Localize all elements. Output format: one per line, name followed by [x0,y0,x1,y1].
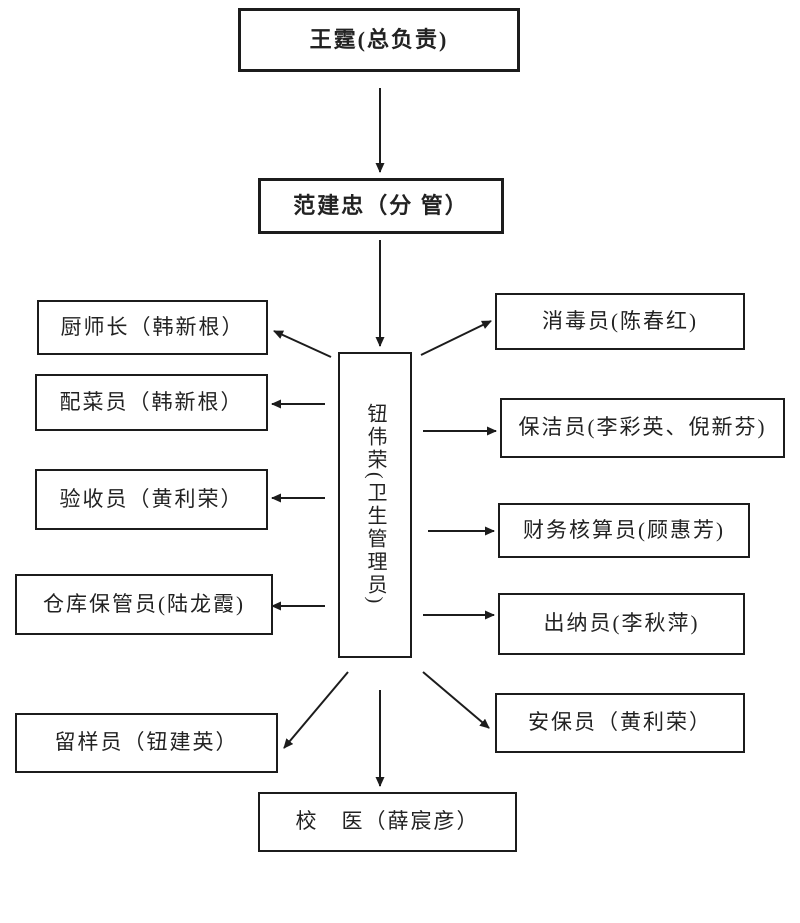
node-finance-accountant: 财务核算员(顾惠芳) [498,503,750,558]
arrow-hygiene-to-disinfector [420,320,492,356]
node-disinfector: 消毒员(陈春红) [495,293,745,350]
node-school-doctor: 校 医（薛宸彦） [258,792,517,852]
arrow-hygiene-to-security-guard [422,671,490,729]
node-side-dish-cook: 配菜员（韩新根） [35,374,268,431]
node-hygiene-manager: 钮伟荣(卫生管理员) [338,352,412,658]
node-security-guard: 安保员（黄利荣） [495,693,745,753]
node-general-lead: 王霆(总负责) [238,8,520,72]
node-sample-keeper: 留样员（钮建英） [15,713,278,773]
node-head-chef: 厨师长（韩新根） [37,300,268,355]
node-warehouse-keeper: 仓库保管员(陆龙霞) [15,574,273,635]
node-acceptance-inspector: 验收员（黄利荣） [35,469,268,530]
node-cleaner: 保洁员(李彩英、倪新芬) [500,398,785,458]
node-cashier: 出纳员(李秋萍) [498,593,745,655]
arrow-hygiene-to-sample-keeper [283,671,349,749]
node-deputy: 范建忠（分 管） [258,178,504,234]
arrow-hygiene-to-head-chef [273,330,332,358]
